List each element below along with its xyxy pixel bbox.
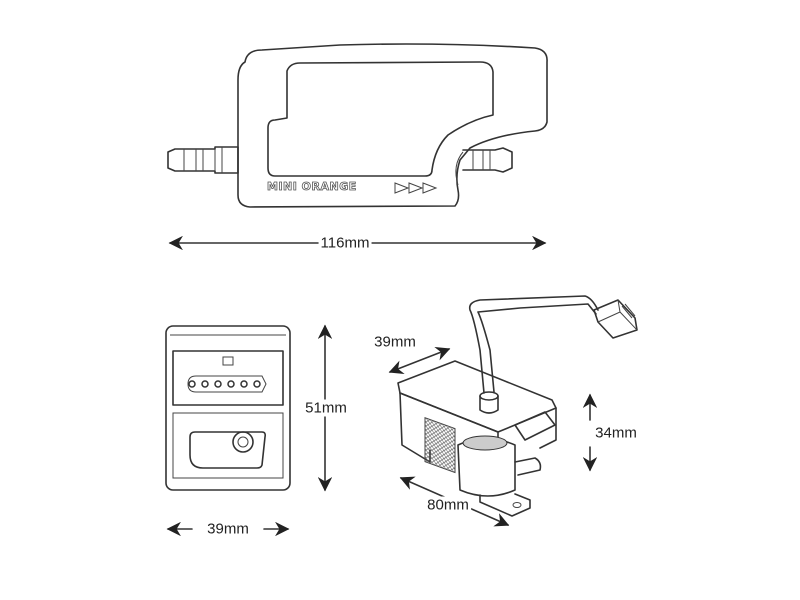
- front-outlet-port: [232, 431, 254, 453]
- top-view-body: [237, 43, 548, 208]
- isometric-view: [388, 295, 638, 527]
- length-label: 116mm: [318, 234, 372, 252]
- front-view: [165, 324, 333, 537]
- front-height-label: 51mm: [303, 399, 349, 417]
- top-view: [167, 43, 548, 251]
- iso-cable: [468, 295, 599, 414]
- iso-mount-tab: [479, 493, 531, 517]
- left-hose-fitting: [167, 146, 239, 174]
- top-view-window: [267, 61, 494, 177]
- front-width-label: 39mm: [207, 520, 249, 538]
- front-connector-panel: [172, 350, 284, 406]
- connector-pins: [188, 380, 261, 388]
- iso-outlet: [514, 457, 542, 476]
- right-hose-fitting: [455, 147, 513, 186]
- iso-depth-dimension-line: [388, 346, 451, 375]
- flow-arrows-icon: [394, 182, 438, 194]
- front-view-body: [165, 325, 291, 491]
- iso-cable-connector: [593, 299, 638, 339]
- iso-lid-top: [397, 360, 557, 433]
- iso-height-label: 34mm: [595, 424, 637, 442]
- iso-length-label: 80mm: [425, 496, 471, 514]
- front-outlet-recess: [189, 431, 266, 469]
- product-label: MINI ORANGE: [267, 180, 357, 194]
- iso-depth-label: 39mm: [374, 333, 416, 351]
